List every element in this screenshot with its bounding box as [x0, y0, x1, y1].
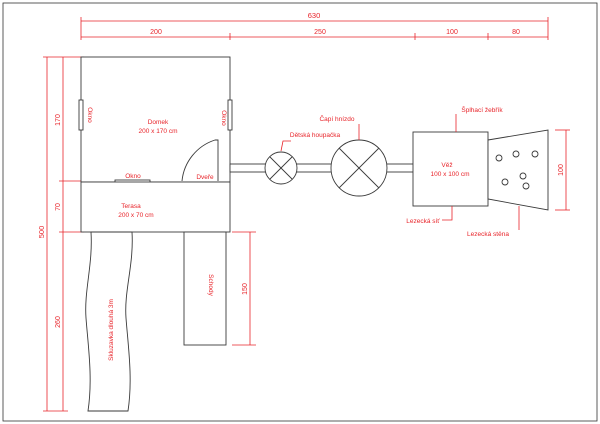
door-label: Dveře — [196, 174, 214, 181]
dim-tower-height: 100 — [558, 164, 565, 176]
stairs: Schody 150 — [183, 231, 256, 346]
wall-hold — [519, 172, 527, 180]
dim-slide-height: 260 — [55, 316, 62, 328]
climbing-wall-label: Lezecká stěna — [467, 231, 509, 238]
wall-hold — [501, 178, 509, 186]
dim-total-height: 500 — [37, 226, 46, 239]
climbing-net-label: Lezecká síť — [406, 218, 440, 225]
window-right-label: Okno — [220, 110, 227, 126]
window-left-label: Okno — [86, 107, 93, 123]
window-bottom-label: Okno — [125, 173, 141, 180]
slide: Skluzavka dlouhá 3m — [85, 231, 133, 412]
tower: Věž 100 x 100 cm Šplhací žebřík Lezecká … — [406, 105, 503, 225]
house-size: 200 x 170 cm — [138, 128, 177, 135]
terrace-size: 200 x 70 cm — [118, 212, 153, 219]
left-dimensions: 500 170 70 260 — [37, 56, 84, 412]
nest-swing-label: Čapí hnízdo — [319, 114, 354, 123]
window-right-mark — [227, 99, 233, 131]
dim-wall-width: 80 — [512, 29, 520, 36]
dim-tower-width: 100 — [446, 29, 458, 36]
child-swing-label: Dětská houpačka — [290, 132, 341, 139]
stairs-outline — [183, 231, 227, 346]
child-swing: Dětská houpačka — [264, 132, 341, 185]
tower-size: 100 x 100 cm — [430, 171, 469, 178]
wall-hold — [531, 150, 539, 158]
wall-hold — [522, 182, 530, 190]
house-title: Domek — [148, 119, 169, 126]
terrace: Terasa 200 x 70 cm — [80, 181, 231, 233]
climbing-wall-outline — [487, 129, 549, 211]
terrace-outline — [80, 181, 231, 233]
climbing-wall: Lezecká stěna 100 — [467, 129, 570, 238]
dim-bridge-width: 250 — [314, 29, 326, 36]
dim-total-width: 630 — [308, 11, 321, 20]
dim-terrace-height: 70 — [55, 203, 62, 211]
climb-ladder-label: Šplhací žebřík — [461, 105, 503, 114]
stairs-label: Schody — [207, 274, 214, 296]
wall-hold — [512, 150, 520, 158]
wall-hold — [495, 154, 503, 162]
house: Okno Okno Domek 200 x 170 cm Dveře Okno — [78, 56, 233, 185]
tower-outline — [412, 131, 489, 207]
terrace-title: Terasa — [121, 203, 141, 210]
window-left-mark — [78, 99, 84, 131]
dim-house-width: 200 — [150, 29, 162, 36]
tower-title: Věž — [441, 162, 452, 169]
slide-label: Skluzavka dlouhá 3m — [108, 299, 115, 361]
top-dimensions: 630 200 250 100 80 — [80, 11, 549, 40]
dim-stairs-length: 150 — [242, 283, 249, 295]
slide-outline — [85, 231, 133, 412]
nest-swing: Čapí hnízdo — [319, 114, 388, 197]
door-swing-arc — [181, 139, 219, 182]
dim-house-height: 170 — [55, 114, 62, 126]
